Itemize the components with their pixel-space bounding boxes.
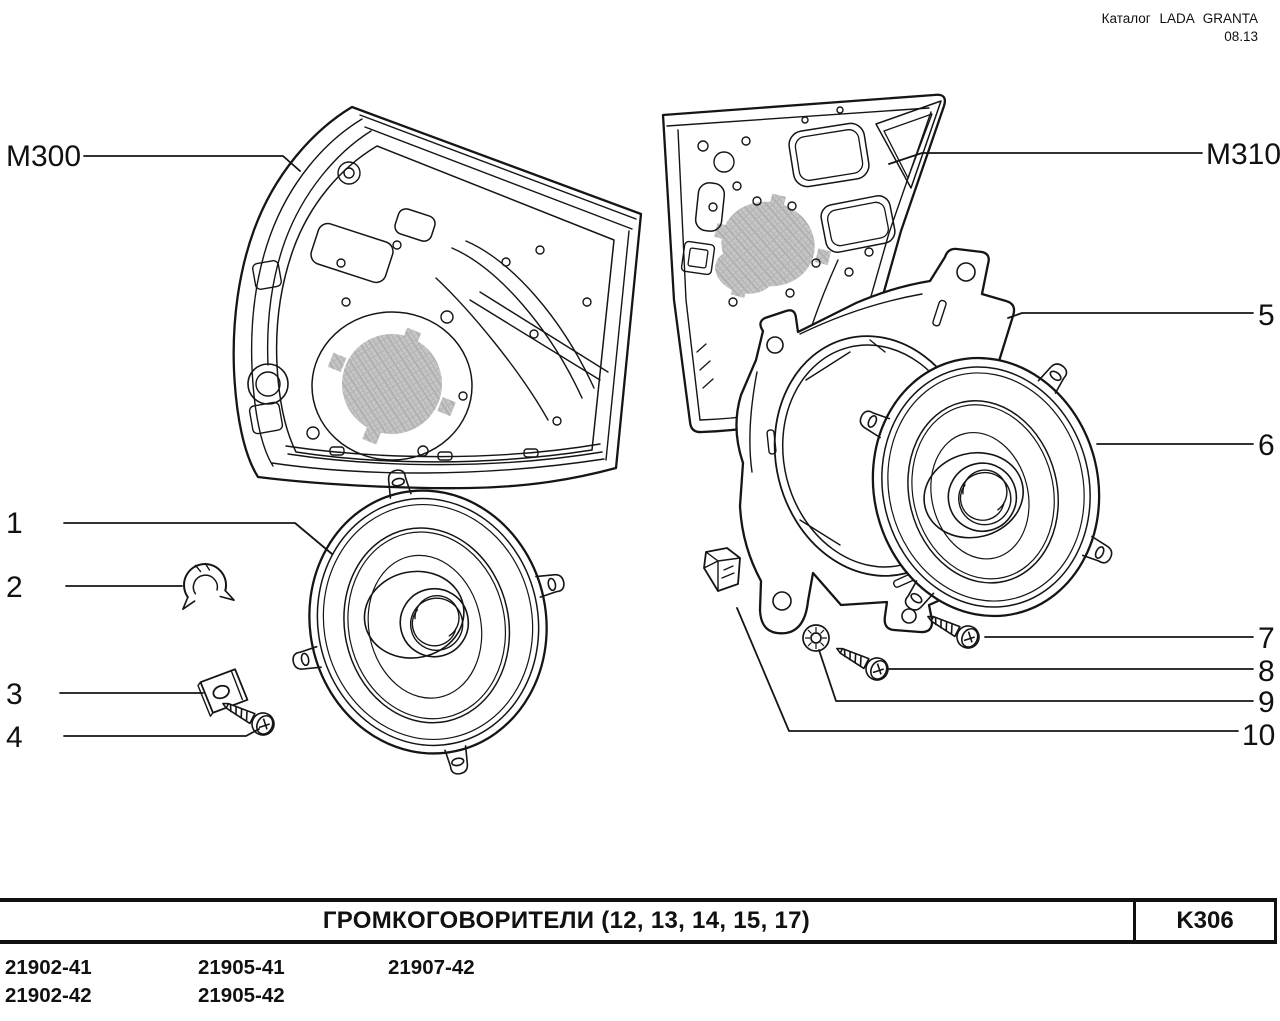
leader-line-4 [63, 728, 260, 737]
retaining-clip-drawing [182, 562, 235, 611]
part-number: 21907-42 [388, 956, 475, 979]
connector-drawing [703, 547, 741, 592]
leader-line-5 [1007, 312, 1254, 319]
table-title: ГРОМКОГОВОРИТЕЛИ (12, 13, 14, 15, 17) [0, 902, 1136, 940]
catalog-title: Каталог LADA GRANTA [1101, 11, 1258, 26]
footer-table: ГРОМКОГОВОРИТЕЛИ (12, 13, 14, 15, 17) K3… [0, 898, 1277, 944]
speaker-position-front-shaded [327, 327, 456, 445]
speaker-position-rear-shaded [714, 193, 832, 298]
catalog-date: 08.13 [1224, 29, 1258, 44]
clip-nut-drawing [197, 668, 249, 717]
part-number: 21902-41 [5, 956, 92, 979]
catalog-header: Каталог LADA GRANTA 08.13 [1102, 10, 1258, 46]
callout-m300: M300 [6, 140, 81, 173]
callout-1: 1 [6, 507, 23, 540]
door-front-m300-drawing [232, 105, 643, 490]
speaker-front-drawing [290, 467, 567, 777]
callout-2: 2 [6, 571, 23, 604]
page-code: K306 [1136, 902, 1277, 940]
callout-10: 10 [1242, 719, 1275, 752]
callout-m310: M310 [1206, 138, 1280, 171]
washer-drawing [802, 624, 830, 652]
leader-line-m310 [888, 152, 1203, 165]
callout-9: 9 [1258, 686, 1275, 719]
leader-line-m300 [83, 155, 301, 172]
part-number: 21902-42 [5, 984, 92, 1007]
leader-line-10 [736, 607, 1239, 732]
callout-5: 5 [1258, 299, 1275, 332]
leader-line-1 [63, 522, 333, 555]
part-number: 21905-41 [198, 956, 285, 979]
callout-3: 3 [6, 678, 23, 711]
screw-8-drawing [831, 637, 893, 685]
leader-line-9 [818, 649, 1254, 702]
callout-6: 6 [1258, 429, 1275, 462]
leader-lines [59, 152, 1254, 737]
callout-7: 7 [1258, 622, 1275, 655]
parts-diagram: M300 M310 1 2 3 4 5 6 7 8 9 10 [6, 93, 1280, 777]
speaker-rear-drawing [855, 356, 1117, 618]
callout-4: 4 [6, 721, 23, 754]
callout-8: 8 [1258, 655, 1275, 688]
part-number: 21905-42 [198, 984, 285, 1007]
